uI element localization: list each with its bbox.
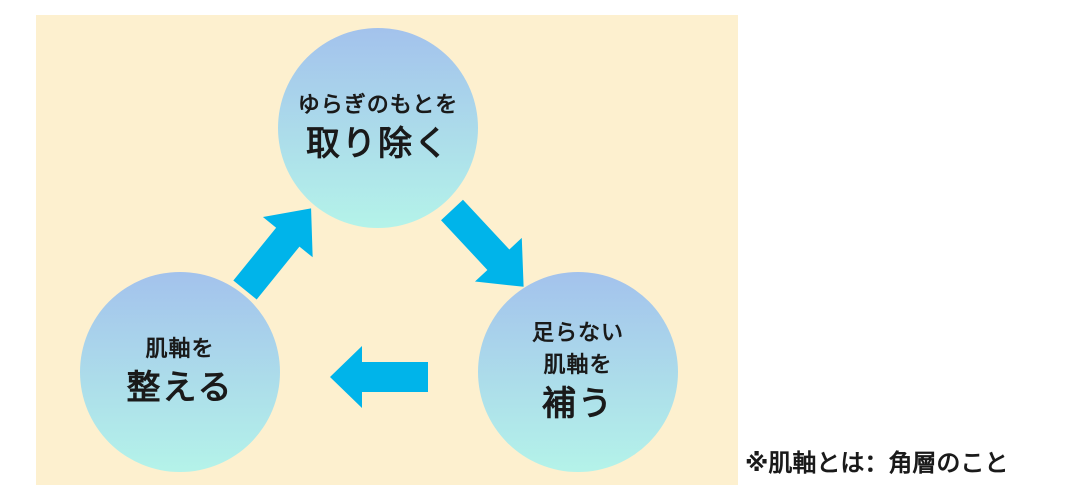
footnote: ※肌軸とは：角層のこと	[745, 449, 1009, 477]
circle-text-emphasis: 補う	[542, 384, 614, 424]
arrow-left-to-top-icon	[233, 208, 313, 300]
circle-remove-cause: ゆらぎのもとを 取り除く	[278, 28, 478, 228]
circle-text-line: 肌軸を	[145, 337, 215, 362]
circle-text-emphasis: 取り除く	[306, 124, 450, 164]
arrow-right-to-left-icon	[330, 346, 428, 408]
circle-text-emphasis: 整える	[126, 368, 234, 408]
circle-supplement: 足らない 肌軸を 補う	[478, 272, 678, 472]
circle-text-line: 肌軸を	[543, 353, 613, 378]
circle-text-line: ゆらぎのもとを	[297, 93, 459, 118]
arrow-top-to-right-icon	[441, 199, 524, 287]
circle-text-line: 足らない	[531, 321, 624, 346]
circle-adjust: 肌軸を 整える	[80, 272, 280, 472]
